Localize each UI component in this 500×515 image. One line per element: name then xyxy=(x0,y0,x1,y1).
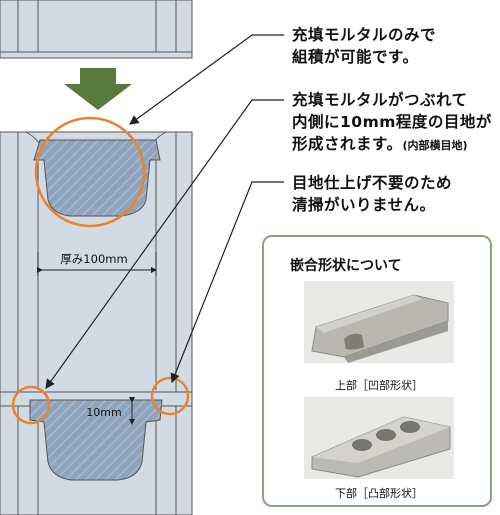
bottom-caption: 下部［凸部形状］ xyxy=(335,487,423,500)
annotation-joint-formed: 充填モルタルがつぶれて 内側に10mm程度の目地が 形成されます。(内部横目地) xyxy=(292,89,492,157)
joint-label: 10mm xyxy=(86,406,121,419)
upper-block xyxy=(0,0,193,59)
leader-lines xyxy=(45,34,284,389)
annotation-line-3: 充填モルタルがつぶれて xyxy=(292,91,468,109)
fitting-shape-panel: 嵌合形状について 上部［凹部形状］ 下部［凸部形状］ xyxy=(262,235,492,507)
annotation-line-5-main: 形成されます。 xyxy=(292,135,403,153)
highlight-circle-top xyxy=(34,116,146,228)
annotation-line-5-small: (内部横目地) xyxy=(402,139,468,152)
joint-dimension: 10mm xyxy=(86,397,135,425)
annotation-line-7: 清掃がいりません。 xyxy=(292,196,436,214)
annotation-line-1: 充填モルタルのみで xyxy=(292,26,437,44)
annotation-no-finishing: 目地仕上げ不要のため 清掃がいりません。 xyxy=(292,172,452,216)
highlight-circle-left xyxy=(11,385,51,425)
annotation-fill-only: 充填モルタルのみで 組積が可能です。 xyxy=(292,24,436,68)
annotation-line-4: 内側に10mm程度の目地が xyxy=(292,113,492,131)
bottom-block-photo xyxy=(304,397,454,479)
highlight-circle-right xyxy=(150,376,190,416)
annotation-line-5: 形成されます。(内部横目地) xyxy=(292,133,492,157)
thickness-dimension: 厚み100mm xyxy=(37,250,157,276)
annotation-line-6: 目地仕上げ不要のため xyxy=(292,174,453,192)
annotation-line-2: 組積が可能です。 xyxy=(292,48,419,66)
down-arrow-icon xyxy=(64,68,132,110)
inset-title: 嵌合形状について xyxy=(290,258,402,274)
top-block-photo xyxy=(304,281,454,363)
top-caption: 上部［凹部形状］ xyxy=(335,379,423,392)
thickness-label: 厚み100mm xyxy=(60,252,127,266)
